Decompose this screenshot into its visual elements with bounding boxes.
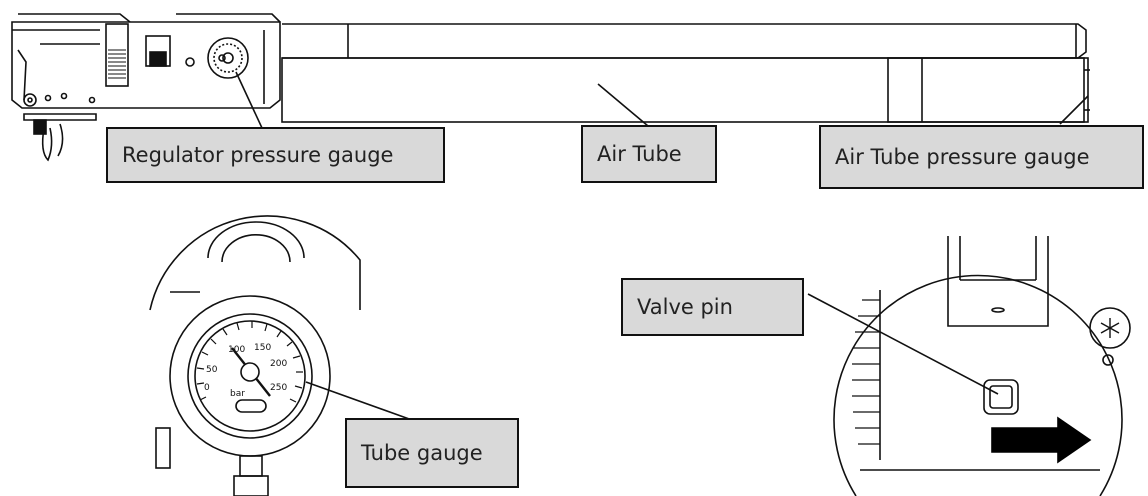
gauge-tick-label: 150 [254,343,271,353]
tube-gauge-logo [235,399,267,413]
callout-label: Air Tube pressure gauge [835,145,1090,169]
tube-gauge-ticks [196,321,303,403]
lever-pivot [23,93,37,107]
leader-valve-pin [807,293,999,395]
torx-screw [1089,307,1131,349]
screw [60,92,68,100]
screw [185,57,195,67]
callout-label: Regulator pressure gauge [122,143,394,167]
receiver-top-rail-rear [176,13,281,23]
air-tube-body [281,57,1089,123]
direction-arrow [991,416,1092,464]
regulator-gauge-hub [222,52,234,64]
trigger-guard [57,123,64,157]
rifle-side-view [11,13,1090,162]
trigger-guard-rail [23,113,97,121]
gauge-unit-label: bar [230,389,245,399]
leader-lines-top [235,71,1089,129]
mount-bracket [155,427,171,469]
callout-label: Air Tube [597,142,682,166]
callout-label: Tube gauge [361,441,483,465]
leader-lines-bottom [305,293,999,421]
screw [88,96,96,104]
leader-tube-gauge [305,381,413,421]
gauge-tick-label: 100 [228,345,245,355]
valve-pin-detail [833,236,1131,496]
valve-pin-inner [989,385,1013,409]
barrel [282,23,1087,59]
valve-housing [947,236,1049,327]
tube-gauge-hub [240,362,260,382]
callout-label: Valve pin [637,295,733,319]
torx-star [1100,318,1120,338]
cocking-lever [17,49,27,101]
callout-valve-pin: Valve pin [621,278,804,336]
screw [44,94,52,102]
gauge-tick-label: 0 [204,383,210,393]
receiver-top-rail [18,13,131,23]
tube-gauge-dial [194,320,306,432]
ribbed-grip [852,299,880,445]
magazine [105,23,129,87]
trigger-blade [41,127,53,162]
detail-circle [833,274,1123,496]
valve-port [991,307,1005,313]
callout-regulator-pressure-gauge: Regulator pressure gauge [106,127,445,183]
small-hole [1102,354,1114,366]
leader-air-tube [597,83,649,127]
valve-pin [983,379,1019,415]
gauge-tick-label: 250 [270,383,287,393]
housing-top-curve [207,221,305,259]
regulator-gauge-face [213,43,243,73]
leader-air-tube-gauge [1059,95,1089,125]
callout-tube-gauge: Tube gauge [345,418,519,488]
leader-regulator-gauge [235,71,263,129]
gauge-stem [239,455,263,477]
housing-top-curve-inner [221,234,291,263]
regulator-gauge-rifle [207,37,249,79]
air-tube-end-cap [887,57,1085,123]
detail-housing-arc [149,215,361,311]
callout-air-tube-pressure-gauge: Air Tube pressure gauge [819,125,1144,189]
gauge-stem-base [233,475,269,496]
lever-pivot-center [27,97,33,103]
gauge-tick-label: 50 [206,365,218,375]
gauge-tick-label: 200 [270,359,287,369]
callout-air-tube: Air Tube [581,125,717,183]
tube-gauge-detail [149,215,361,496]
tube-gauge-scale-labels: 0 50 100 150 200 250 bar [204,343,287,399]
bolt-handle [149,51,167,67]
tube-gauge-bezel [187,313,313,439]
magazine-ribs [108,49,126,79]
screw [218,54,226,62]
